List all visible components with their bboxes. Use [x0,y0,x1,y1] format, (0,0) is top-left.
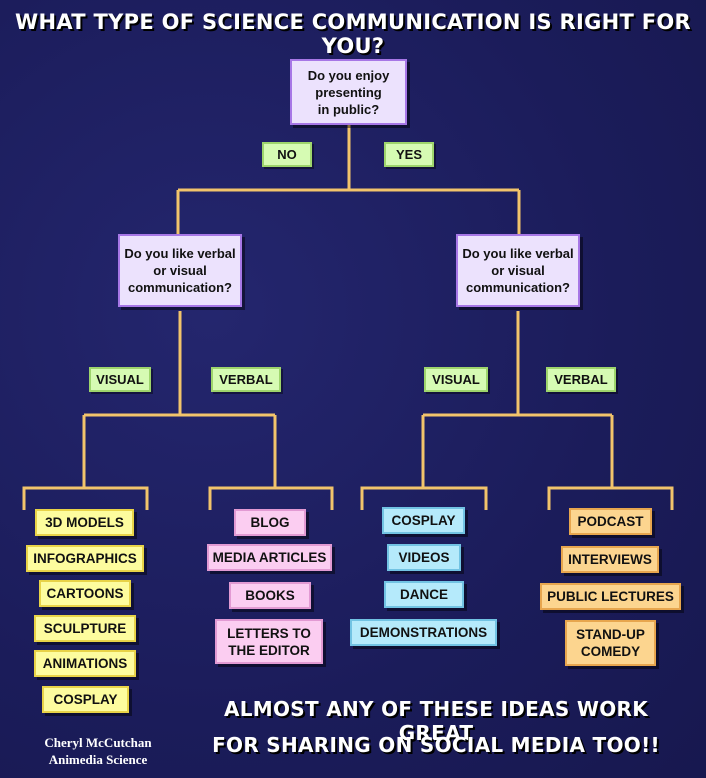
credit-org: Animedia Science [48,752,148,767]
connector-left [82,311,277,488]
connector-right [421,311,614,488]
left-verbal-label: VERBAL [211,367,281,392]
list-item-yes-visual: VIDEOS [387,544,461,571]
bracket-yes-visual [360,486,488,510]
footer-line-1: Almost any of these ideas work great [223,697,648,745]
bracket-no-verbal [208,486,334,510]
list-item-yes-visual: DEMONSTRATIONS [350,619,497,646]
list-item-no-visual: 3D MODELS [35,509,134,536]
right-question-box: Do you like verbal or visual communicati… [456,234,580,307]
list-item-no-verbal: LETTERS TO THE EDITOR [215,619,323,664]
list-item-no-verbal: BOOKS [229,582,311,609]
list-item-no-verbal: BLOG [234,509,306,536]
right-verbal-label: VERBAL [546,367,616,392]
list-item-no-visual: INFOGRAPHICS [26,545,144,572]
root-question-box: Do you enjoy presenting in public? [290,59,407,125]
list-item-yes-visual: DANCE [384,581,464,608]
list-item-no-visual: ANIMATIONS [34,650,136,677]
list-item-no-visual: COSPLAY [42,686,129,713]
answer-yes-label: YES [384,142,434,167]
left-question-box: Do you like verbal or visual communicati… [118,234,242,307]
list-item-yes-visual: COSPLAY [382,507,465,534]
list-item-no-visual: CARTOONS [39,580,131,607]
list-item-no-visual: SCULPTURE [34,615,136,642]
list-item-yes-verbal: PUBLIC LECTURES [540,583,681,610]
credit-name: Cheryl McCutchan [44,735,152,750]
list-item-yes-verbal: PODCAST [569,508,652,535]
page-title: What type of science communication is ri… [15,10,691,58]
list-item-yes-verbal: INTERVIEWS [561,546,659,573]
footer-line-2: for sharing on social media too!! [212,733,660,757]
list-item-yes-verbal: STAND-UP COMEDY [565,620,656,666]
left-visual-label: VISUAL [89,367,151,392]
bracket-yes-verbal [547,486,674,510]
list-item-no-verbal: MEDIA ARTICLES [207,544,332,571]
right-visual-label: VISUAL [424,367,488,392]
bracket-no-visual [22,486,149,510]
answer-no-label: NO [262,142,312,167]
connector-root [176,125,521,234]
